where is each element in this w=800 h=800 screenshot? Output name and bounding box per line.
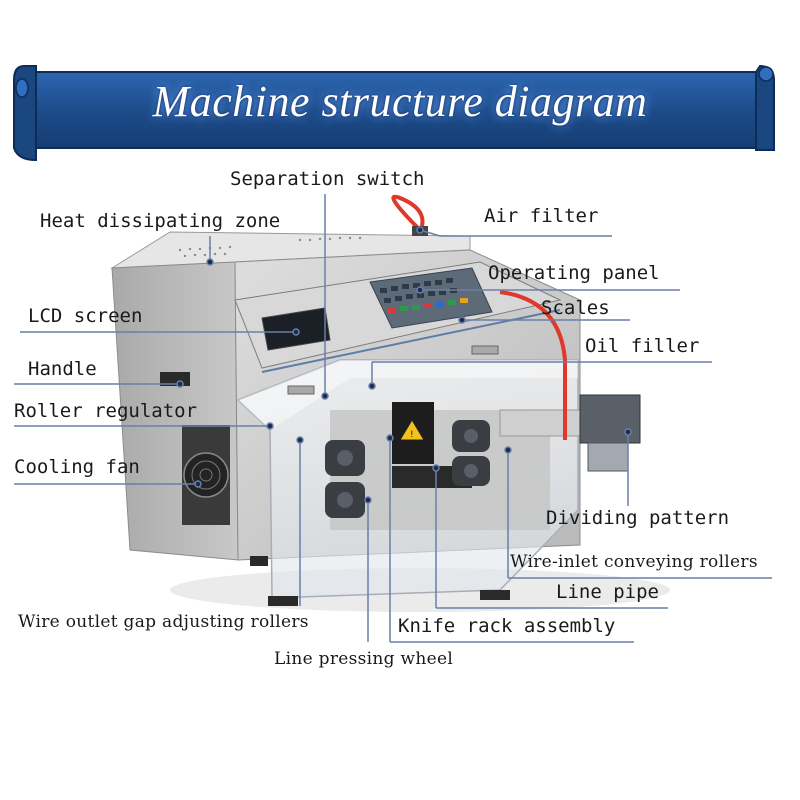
label-cooling-fan: Cooling fan [14,456,140,478]
label-line-pressing-wheel: Line pressing wheel [274,649,454,669]
label-line-pipe: Line pipe [556,581,659,603]
svg-text:!: ! [410,430,414,440]
label-wire-inlet-conveying-rollers: Wire-inlet conveying rollers [510,552,758,572]
label-dividing-pattern: Dividing pattern [546,507,730,529]
label-scales: Scales [541,297,610,319]
diagram-title: Machine structure diagram [152,77,648,126]
title-banner [13,64,775,162]
label-roller-regulator: Roller regulator [14,400,198,422]
label-wire-outlet-gap-adjusting-rollers: Wire outlet gap adjusting rollers [18,612,309,632]
label-separation-switch: Separation switch [230,168,425,190]
label-handle: Handle [28,358,97,380]
label-oil-filler: Oil filler [585,335,700,357]
label-heat-dissipating-zone: Heat dissipating zone [40,210,281,232]
label-knife-rack-assembly: Knife rack assembly [398,615,616,637]
label-air-filter: Air filter [484,205,599,227]
label-lcd-screen: LCD screen [28,305,143,327]
label-operating-panel: Operating panel [488,262,660,284]
